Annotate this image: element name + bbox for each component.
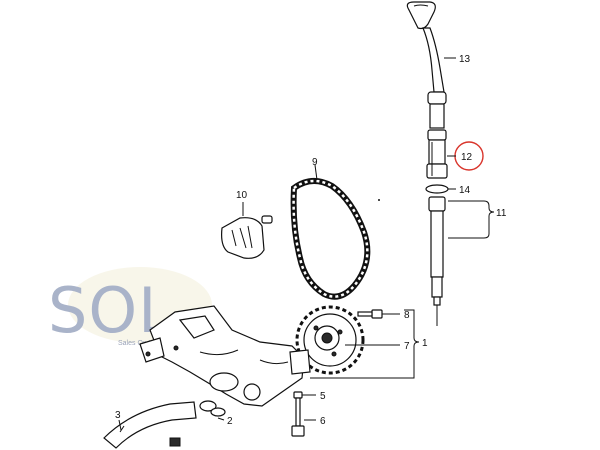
chain-tensioner-10 [221, 202, 273, 259]
callout-5: 5 [320, 391, 326, 402]
o-ring-14 [425, 184, 449, 194]
callout-9: 9 [312, 157, 318, 168]
timing-chain-9 [290, 164, 371, 300]
guide-tube-11 [428, 196, 446, 326]
pickup-tube-3 [103, 401, 197, 449]
gasket-2 [199, 400, 226, 421]
callout-3: 3 [115, 410, 121, 421]
bolt-5-6 [291, 391, 316, 437]
callout-14: 14 [459, 185, 471, 196]
callout-12: 12 [461, 152, 473, 163]
callout-6: 6 [320, 416, 326, 427]
sleeve-12 [426, 129, 448, 179]
bolt-8 [357, 309, 400, 319]
callout-11: 11 [496, 208, 507, 219]
callout-13: 13 [459, 54, 471, 65]
callout-7: 7 [404, 341, 410, 352]
sprocket-7 [295, 305, 400, 375]
callout-1: 1 [422, 338, 428, 349]
oil-pump-body [139, 305, 311, 407]
dipstick-13 [406, 1, 447, 129]
callout-8: 8 [404, 310, 410, 321]
callout-10: 10 [236, 190, 248, 201]
callout-2: 2 [227, 416, 233, 427]
